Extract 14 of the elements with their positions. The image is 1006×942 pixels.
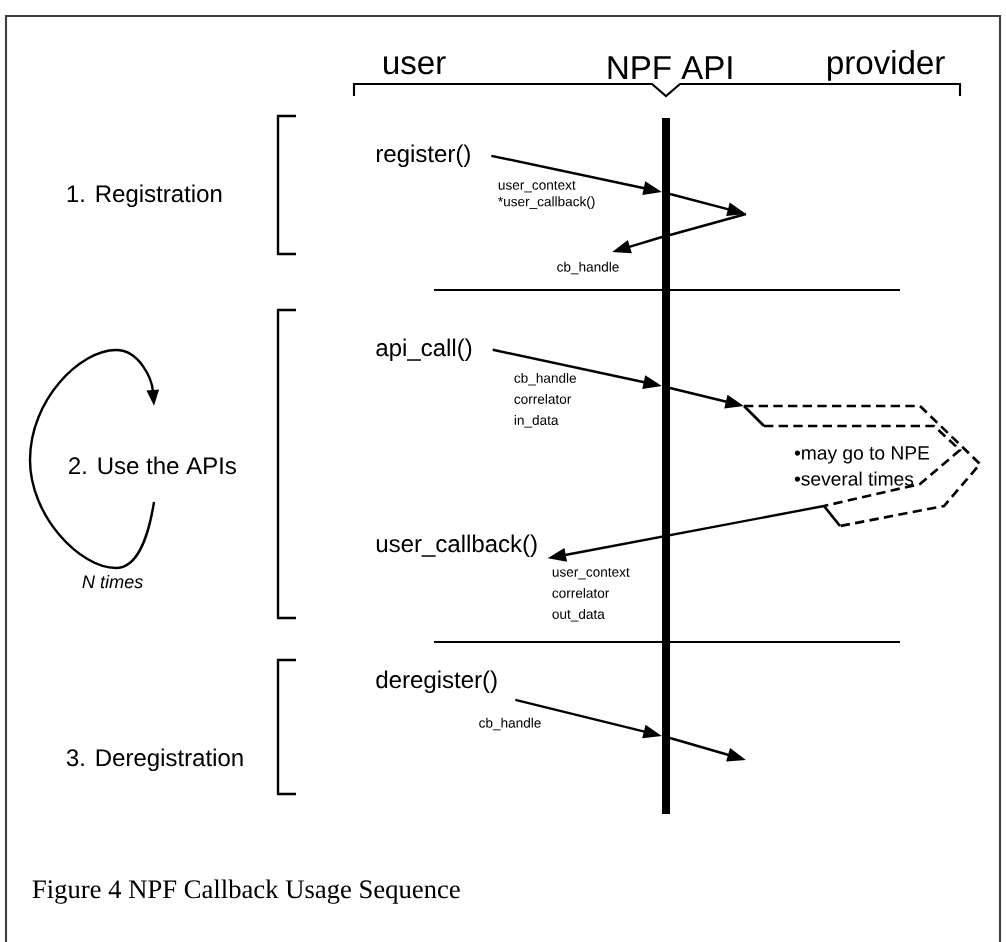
column-heading: provider xyxy=(828,50,945,81)
call-label: api_call() xyxy=(376,338,472,361)
phase-label: 1. Registration xyxy=(67,184,222,207)
caption: Figure 4 NPF Callback Usage Sequence xyxy=(32,879,460,904)
phase-label: 3. Deregistration xyxy=(66,748,243,771)
call-label: register() xyxy=(376,144,470,167)
line xyxy=(669,212,747,237)
column-heading: NPF API xyxy=(608,56,732,79)
call-label: user_callback() xyxy=(376,534,537,557)
column-heading: user xyxy=(384,56,446,75)
phase-label: 2. Use the APIs xyxy=(69,456,236,475)
loop-label: N times xyxy=(82,574,143,589)
call-label: deregister() xyxy=(376,670,497,693)
dashed-band: •may go to NPE •several times xyxy=(743,404,982,528)
